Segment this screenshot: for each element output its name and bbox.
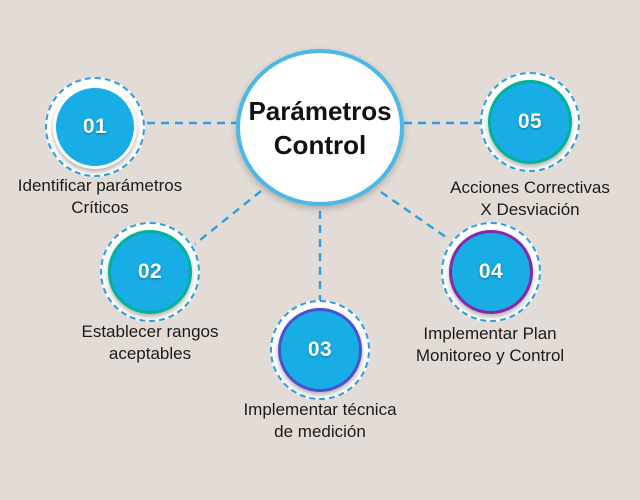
node-04-label: Implementar Plan Monitoreo y Control	[378, 323, 602, 367]
node-02-number: 02	[137, 260, 163, 283]
node-04-label-line1: Implementar Plan	[423, 324, 557, 343]
node-02-label-line2: aceptables	[108, 344, 192, 363]
node-05-circle: 05	[488, 80, 572, 164]
node-03-circle: 03	[278, 308, 362, 392]
node-01: 01	[45, 77, 145, 177]
diagram-title-line1: Parámetros	[248, 95, 392, 126]
node-02-circle: 02	[108, 230, 192, 314]
node-01-label-line2: Críticos	[71, 198, 129, 217]
connector-center-to-02	[194, 190, 262, 245]
node-01-number: 01	[82, 115, 108, 138]
center-circle: Parámetros Control	[236, 49, 404, 206]
node-04-label-line2: Monitoreo y Control	[415, 346, 565, 365]
node-03-label-line1: Implementar técnica	[243, 400, 397, 419]
node-05-label-line1: Acciones Correctivas	[450, 178, 610, 197]
node-04: 04	[441, 222, 541, 322]
diagram-title: Parámetros Control	[248, 94, 391, 162]
node-03: 03	[270, 300, 370, 400]
node-02-label: Establecer rangos aceptables	[50, 321, 250, 365]
node-01-label: Identificar parámetros Críticos	[0, 175, 200, 219]
node-02: 02	[100, 222, 200, 322]
node-04-number: 04	[478, 260, 504, 283]
node-03-label-line2: de medición	[274, 422, 366, 441]
node-05-label: Acciones Correctivas X Desviación	[423, 177, 637, 221]
node-02-label-line1: Establecer rangos	[81, 322, 219, 341]
node-01-label-line1: Identificar parámetros	[17, 176, 183, 195]
node-01-circle: 01	[53, 85, 137, 169]
diagram-title-line2: Control	[273, 129, 367, 160]
node-04-circle: 04	[449, 230, 533, 314]
node-03-label: Implementar técnica de medición	[220, 399, 420, 443]
node-03-number: 03	[307, 338, 333, 361]
node-05: 05	[480, 72, 580, 172]
node-05-number: 05	[517, 110, 543, 133]
node-05-label-line2: X Desviación	[480, 200, 580, 219]
